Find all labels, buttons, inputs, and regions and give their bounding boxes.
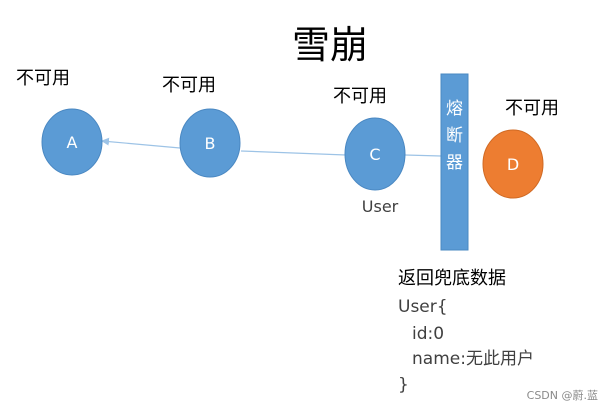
node-a: 不可用 A	[16, 68, 103, 176]
node-c-status: 不可用	[333, 86, 387, 107]
breaker-char-2: 断	[446, 126, 463, 146]
node-c-circle	[344, 117, 406, 191]
fallback-line-1: User{	[398, 297, 448, 317]
node-a-status: 不可用	[16, 68, 70, 89]
breaker-char-1: 熔	[446, 99, 463, 119]
node-a-circle	[41, 108, 103, 176]
diagram-title: 雪崩	[292, 23, 368, 67]
edge-c-to-b	[240, 150, 347, 156]
fallback-line-3: name:无此用户	[412, 349, 534, 369]
fallback-heading: 返回兜底数据	[398, 268, 506, 289]
edge-c-to-breaker	[404, 154, 442, 157]
node-c-caption: User	[362, 197, 399, 216]
edge-b-to-a	[101, 137, 181, 149]
node-d-status: 不可用	[505, 98, 559, 119]
node-b-label: B	[205, 134, 216, 153]
node-b-status: 不可用	[162, 75, 216, 96]
node-d-label: D	[507, 155, 519, 174]
breaker-char-3: 器	[446, 153, 463, 173]
fallback-block: 返回兜底数据 User{ id:0 name:无此用户 }	[398, 268, 534, 395]
node-b-circle	[179, 108, 241, 178]
node-b: 不可用 B	[162, 75, 241, 178]
node-a-label: A	[67, 133, 78, 152]
watermark: CSDN @蔚.蓝	[527, 389, 598, 402]
fallback-line-4: }	[398, 375, 409, 395]
circuit-breaker-bar	[440, 73, 469, 251]
node-d: 不可用 D	[482, 98, 559, 199]
fallback-line-2: id:0	[412, 324, 444, 344]
node-d-circle	[482, 129, 544, 199]
node-c-label: C	[369, 145, 380, 164]
circuit-breaker: 熔 断 器	[440, 73, 469, 251]
node-c: 不可用 C User	[333, 86, 406, 216]
